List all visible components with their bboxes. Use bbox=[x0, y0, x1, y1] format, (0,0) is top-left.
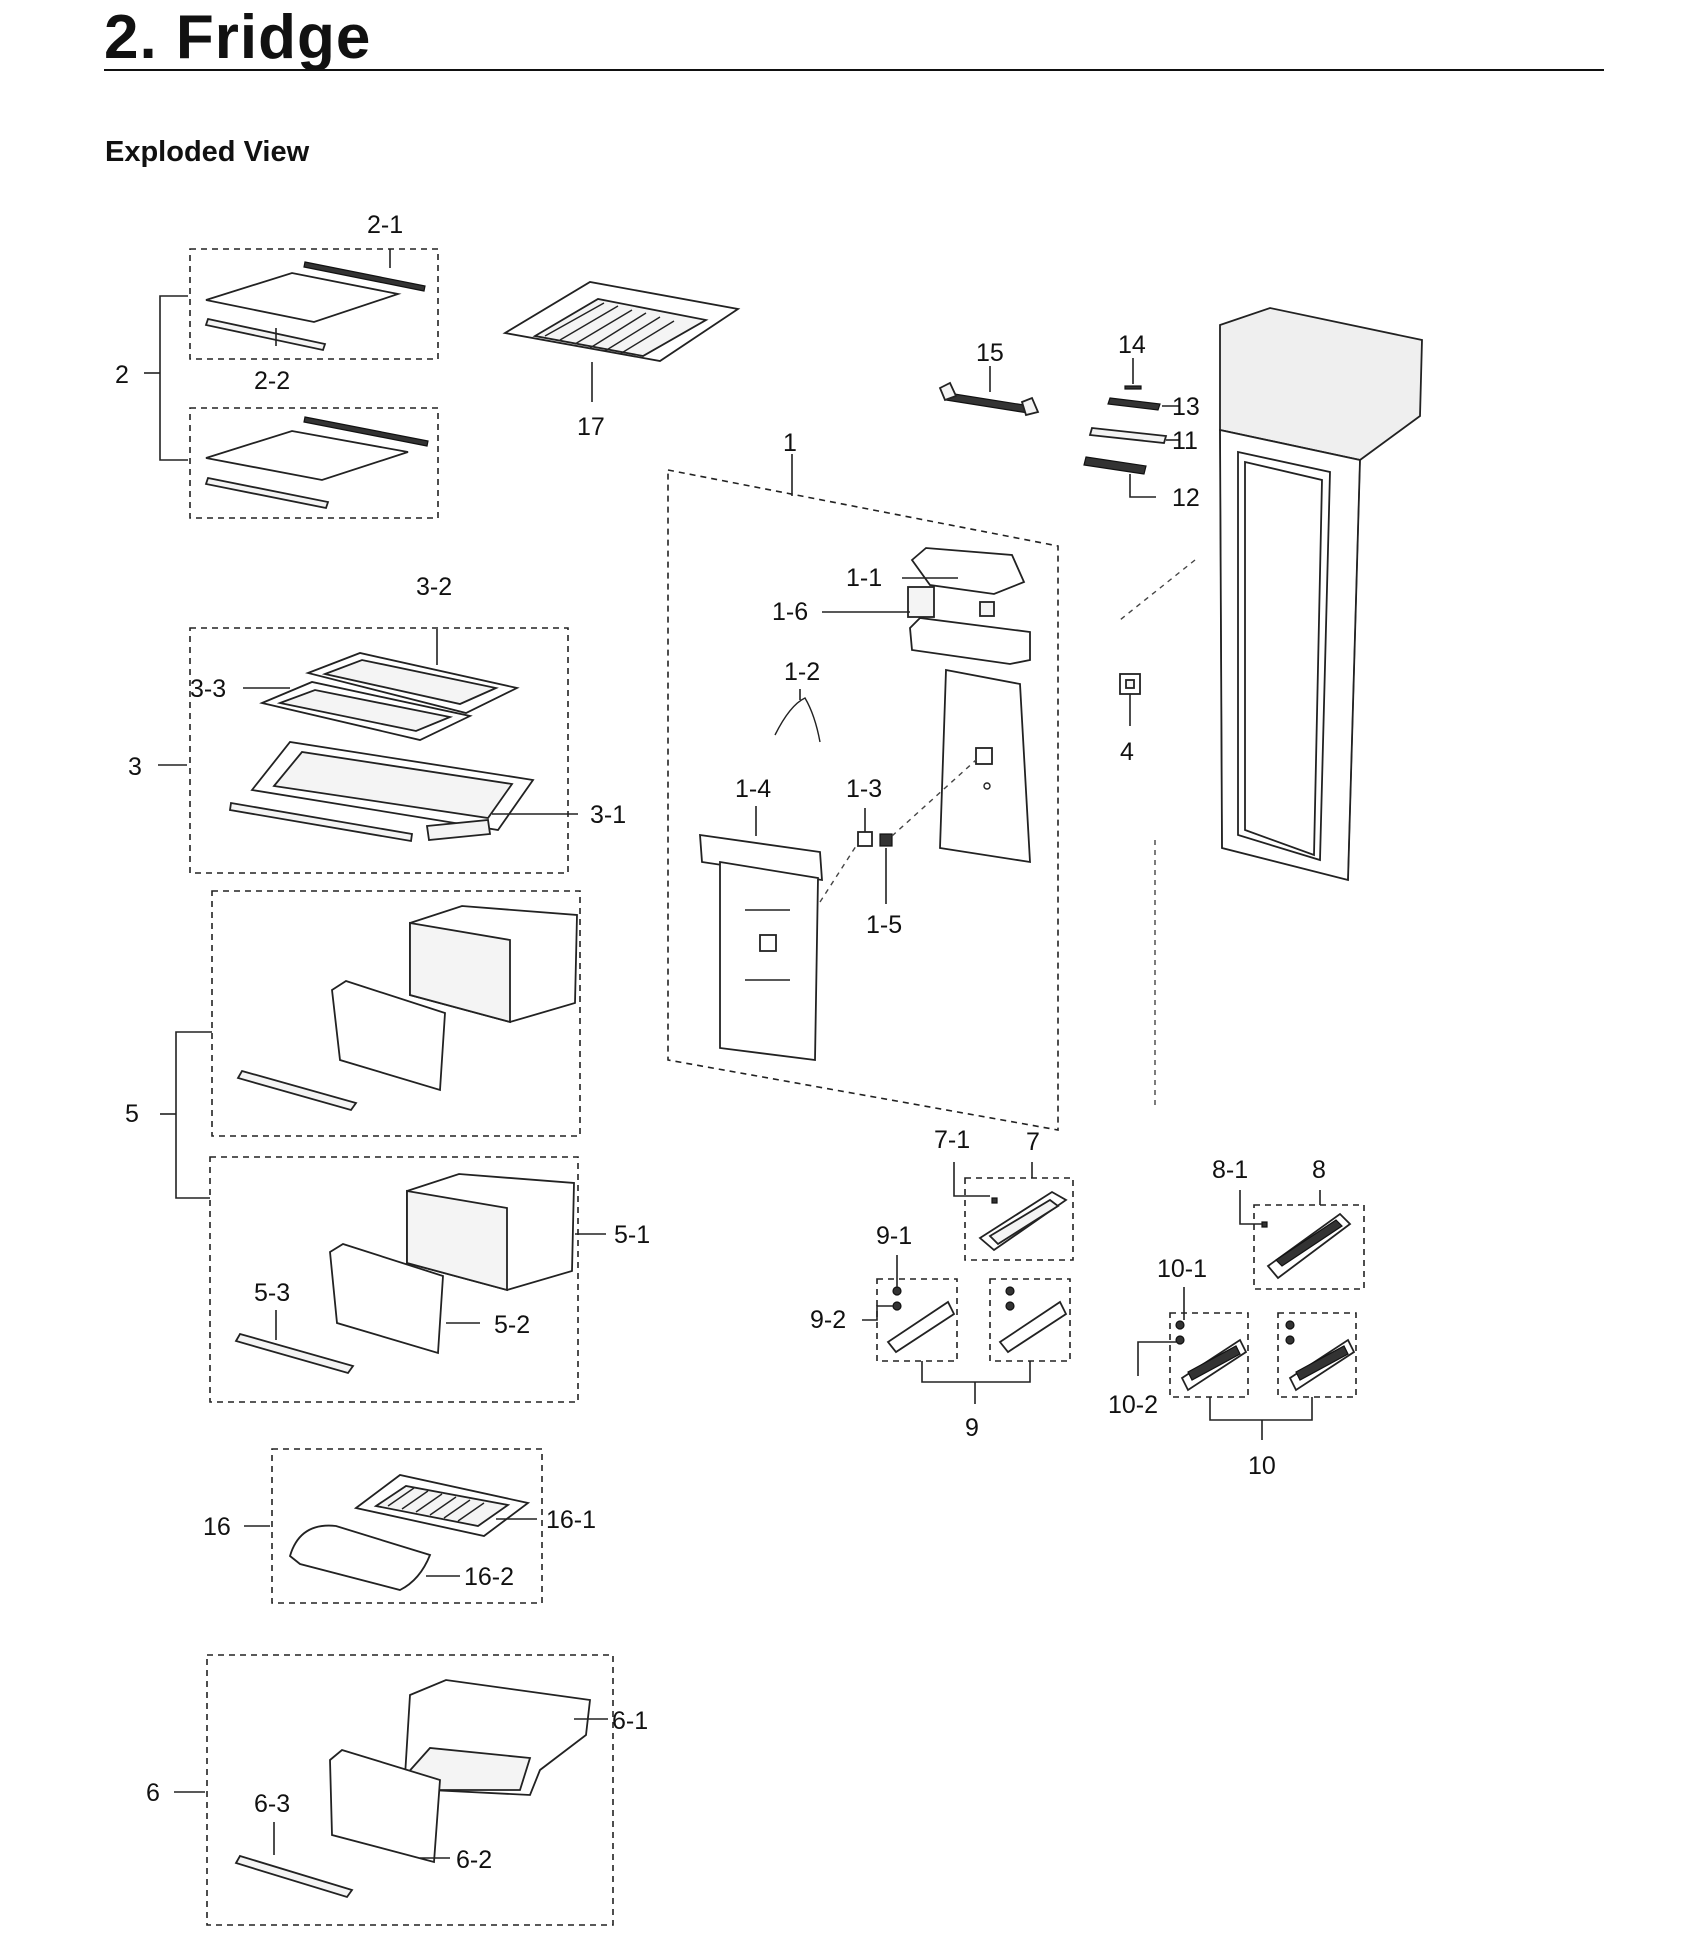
callout-6-1: 6-1 bbox=[612, 1707, 648, 1735]
callout-3: 3 bbox=[128, 753, 142, 781]
page-title: 2. Fridge bbox=[104, 3, 372, 72]
callout-6: 6 bbox=[146, 1779, 160, 1807]
callout-1: 1 bbox=[783, 429, 797, 457]
control-assembly-group-1: 1 1-1 1-6 1-2 1-4 1-3 1-5 bbox=[667, 429, 1059, 1131]
fridge-cabinet bbox=[1119, 307, 1423, 1110]
part-group-10: 10-1 10-2 10 bbox=[1108, 1255, 1357, 1480]
callout-16: 16 bbox=[203, 1513, 231, 1541]
callout-5-3: 5-3 bbox=[254, 1279, 290, 1307]
callout-6-2: 6-2 bbox=[456, 1846, 492, 1874]
callout-9-1: 9-1 bbox=[876, 1222, 912, 1250]
drawer-group-6: 6 6-1 6-2 6-3 bbox=[146, 1654, 648, 1926]
callout-1-2: 1-2 bbox=[784, 658, 820, 686]
part-group-7: 7-1 7 bbox=[934, 1126, 1074, 1261]
callout-14: 14 bbox=[1118, 331, 1146, 359]
callout-10: 10 bbox=[1248, 1452, 1276, 1480]
callout-7: 7 bbox=[1026, 1128, 1040, 1156]
callout-13: 13 bbox=[1172, 393, 1200, 421]
callout-7-1: 7-1 bbox=[934, 1126, 970, 1154]
callout-10-2: 10-2 bbox=[1108, 1391, 1158, 1419]
part-4: 4 bbox=[1119, 673, 1141, 766]
callout-8: 8 bbox=[1312, 1156, 1326, 1184]
callout-5-2: 5-2 bbox=[494, 1311, 530, 1339]
callout-1-1: 1-1 bbox=[846, 564, 882, 592]
callout-2-2: 2-2 bbox=[254, 367, 290, 395]
shelf-group-2: 2 2-1 2-2 bbox=[115, 211, 439, 519]
callout-8-1: 8-1 bbox=[1212, 1156, 1248, 1184]
callout-11: 11 bbox=[1172, 427, 1198, 455]
title-rule bbox=[104, 69, 1604, 71]
part-group-16: 16 16-1 16-2 bbox=[203, 1448, 596, 1604]
callout-2-1: 2-1 bbox=[367, 211, 403, 239]
callout-9-2: 9-2 bbox=[810, 1306, 846, 1334]
callout-5-1: 5-1 bbox=[614, 1221, 650, 1249]
callout-12: 12 bbox=[1172, 484, 1200, 512]
callout-3-3: 3-3 bbox=[190, 675, 226, 703]
small-parts-11-15: 15 14 13 11 12 bbox=[938, 331, 1200, 512]
callout-1-6: 1-6 bbox=[772, 598, 808, 626]
part-group-9: 9-1 9-2 9 bbox=[810, 1222, 1071, 1442]
callout-16-1: 16-1 bbox=[546, 1506, 596, 1534]
section-title: Exploded View bbox=[105, 136, 310, 168]
callout-1-5: 1-5 bbox=[866, 911, 902, 939]
callout-5: 5 bbox=[125, 1100, 139, 1128]
part-group-8: 8-1 8 bbox=[1212, 1156, 1365, 1290]
callout-2: 2 bbox=[115, 361, 129, 389]
part-17: 17 bbox=[502, 281, 741, 441]
callout-17: 17 bbox=[577, 413, 605, 441]
callout-1-3: 1-3 bbox=[846, 775, 882, 803]
callout-9: 9 bbox=[965, 1414, 979, 1442]
callout-10-1: 10-1 bbox=[1157, 1255, 1207, 1283]
callout-4: 4 bbox=[1120, 738, 1134, 766]
callout-15: 15 bbox=[976, 339, 1004, 367]
drawer-group-5: 5 5-1 5-2 5-3 bbox=[125, 890, 650, 1403]
callout-16-2: 16-2 bbox=[464, 1563, 514, 1591]
callout-3-2: 3-2 bbox=[416, 573, 452, 601]
callout-1-4: 1-4 bbox=[735, 775, 771, 803]
callout-6-3: 6-3 bbox=[254, 1790, 290, 1818]
callout-3-1: 3-1 bbox=[590, 801, 626, 829]
shelf-group-3: 3-2 3-3 3 3-1 bbox=[128, 573, 626, 874]
